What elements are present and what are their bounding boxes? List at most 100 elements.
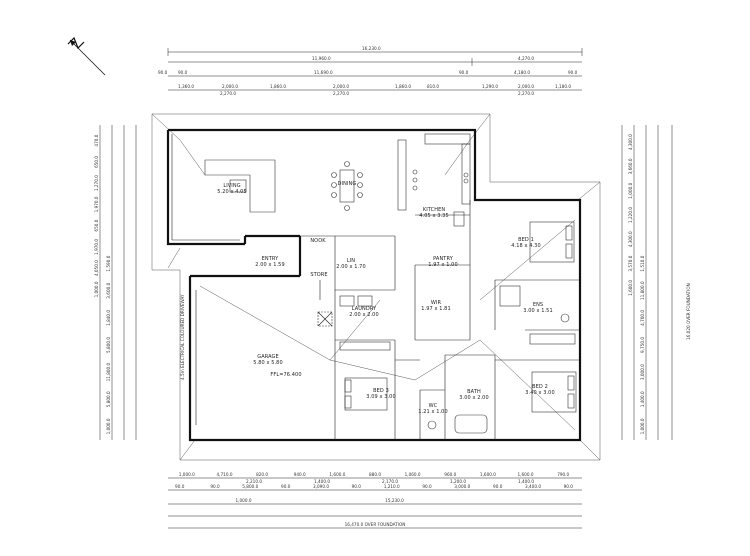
room-ens-size: 3.00 x 1.51 bbox=[523, 308, 553, 314]
dim-bottom-row2: 3,000.0 bbox=[454, 484, 470, 489]
room-kitchen-size: 4.05 x 3.35 bbox=[419, 213, 449, 219]
dim-right: 1,000.0 bbox=[640, 418, 645, 434]
dim-left: 5,800.0 bbox=[106, 391, 111, 407]
top-dimensions: 16,230.0 11,960.0 4,270.0 90.0 90.0 11,6… bbox=[158, 46, 583, 96]
dim-top-row3-d: 90.0 bbox=[459, 70, 469, 75]
dim-left: 1,000.0 bbox=[94, 281, 99, 297]
dim-bottom-row1: 1,060.0 bbox=[405, 472, 421, 477]
dim-bottom-row2: 90.0 bbox=[422, 484, 432, 489]
dim-top-row3-c: 11,690.0 bbox=[314, 70, 333, 75]
dim-top-row3-f: 90.0 bbox=[568, 70, 578, 75]
north-arrow-icon bbox=[67, 36, 106, 76]
dim-left: 4,050.0 bbox=[94, 260, 99, 276]
dim-bottom-row1: 4,710.0 bbox=[217, 472, 233, 477]
dim-top-row3-e: 4,180.0 bbox=[514, 70, 530, 75]
dim-left: 5,800.0 bbox=[106, 337, 111, 353]
dim-bottom-row2: 90.0 bbox=[493, 484, 503, 489]
room-labels: LIVING 5.20 x 4.05 DINING KITCHEN 4.05 x… bbox=[180, 181, 691, 415]
dim-top-row4: 810.0 bbox=[427, 84, 439, 89]
dim-bottom-row2: 1,210.0 bbox=[384, 484, 400, 489]
dim-top-row4b: 2,270.0 bbox=[333, 91, 349, 96]
room-garage-name: GARAGE bbox=[257, 354, 279, 360]
dim-bottom-row2: 5,800.0 bbox=[242, 484, 258, 489]
dim-right: 1,400.0 bbox=[640, 391, 645, 407]
dim-right: 1,600.0 bbox=[628, 280, 633, 296]
room-bath-name: BATH bbox=[467, 389, 481, 395]
dim-bottom-row1: 1,600.0 bbox=[518, 472, 534, 477]
dim-left: 11,800.0 bbox=[106, 362, 111, 381]
dim-left: 1,590.0 bbox=[106, 255, 111, 271]
roof-outline bbox=[151, 113, 601, 461]
room-lin-name: LIN bbox=[347, 258, 355, 264]
room-bath-size: 3.00 x 2.00 bbox=[459, 395, 489, 401]
dim-top-row4: 2,000.0 bbox=[518, 84, 534, 89]
dim-top-row2-a: 11,960.0 bbox=[312, 56, 331, 61]
dim-bottom-row1: 940.0 bbox=[294, 472, 306, 477]
left-dimensions bbox=[99, 125, 137, 440]
dim-top-row4: 1,860.0 bbox=[270, 84, 286, 89]
room-ens-name: ENS bbox=[533, 302, 543, 308]
dim-bottom-row2: 3,400.0 bbox=[525, 484, 541, 489]
garage-elements bbox=[195, 280, 333, 425]
room-living-name: LIVING bbox=[223, 183, 240, 189]
dim-bottom-row1: 880.0 bbox=[369, 472, 381, 477]
dim-bottom-row2: 90.0 bbox=[175, 484, 185, 489]
room-laundry-name: LAUNDRY bbox=[352, 306, 377, 312]
dim-top-row4b: 2,270.0 bbox=[220, 91, 236, 96]
dim-right: 1,000.0 bbox=[628, 182, 633, 198]
dim-bottom-row1b: 1,400.0 bbox=[518, 479, 534, 484]
dim-top-row4: 2,000.0 bbox=[333, 84, 349, 89]
dim-bottom-row1: 790.0 bbox=[557, 472, 569, 477]
dim-bottom-row3: 15,230.0 bbox=[385, 498, 404, 503]
dim-top-row3-b: 90.0 bbox=[178, 70, 188, 75]
room-pantry-size: 1.97 x 1.00 bbox=[428, 262, 458, 268]
room-kitchen-name: KITCHEN bbox=[423, 207, 446, 213]
dim-left: 1,970.0 bbox=[94, 239, 99, 255]
room-store-name: STORE bbox=[310, 272, 327, 278]
exterior-walls bbox=[166, 128, 582, 442]
dim-right: 1,510.0 bbox=[640, 255, 645, 271]
dim-right: 3,000.0 bbox=[640, 364, 645, 380]
dim-bottom-row1: 960.0 bbox=[444, 472, 456, 477]
room-wir-size: 1.97 x 1.81 bbox=[421, 306, 451, 312]
room-entry-name: ENTRY bbox=[262, 256, 280, 262]
dim-bottom-row1: 1,000.0 bbox=[179, 472, 195, 477]
dim-right: 11,800.0 bbox=[640, 281, 645, 300]
dim-top-row4: 2,000.0 bbox=[222, 84, 238, 89]
dim-bottom-row1b: 2,210.0 bbox=[246, 479, 262, 484]
room-dining-name: DINING bbox=[338, 181, 357, 187]
furniture bbox=[204, 133, 577, 434]
dim-left: 650.0 bbox=[94, 156, 99, 168]
room-bed3-name: BED 3 bbox=[373, 388, 389, 394]
dim-bottom-row1: 1,600.0 bbox=[480, 472, 496, 477]
dim-top-row4: 1,290.0 bbox=[482, 84, 498, 89]
room-bed1-name: BED 1 bbox=[518, 237, 534, 243]
dim-top-row4b: 2,270.0 bbox=[518, 91, 534, 96]
dim-bottom-row3: 1,000.0 bbox=[236, 498, 252, 503]
dim-right: 1,220.0 bbox=[628, 207, 633, 223]
room-entry-size: 2.00 x 1.59 bbox=[255, 262, 285, 268]
dim-left: 1,270.0 bbox=[94, 175, 99, 191]
dim-top-row4: 1,360.0 bbox=[178, 84, 194, 89]
dim-left: 470.0 bbox=[94, 134, 99, 146]
dim-right: 4,700.0 bbox=[640, 310, 645, 326]
dim-bottom-foundation: 16,470.0 OVER FOUNDATION bbox=[345, 522, 406, 527]
dim-left: 1,000.0 bbox=[106, 418, 111, 434]
room-living-size: 5.20 x 4.05 bbox=[217, 189, 247, 195]
dim-bottom-row2: 3,090.0 bbox=[313, 484, 329, 489]
room-nook-name: NOOK bbox=[310, 238, 326, 244]
room-lin-size: 2.00 x 1.70 bbox=[336, 264, 366, 270]
dim-bottom-row1: 1,600.0 bbox=[329, 472, 345, 477]
dim-bottom-row1: 820.0 bbox=[256, 472, 268, 477]
dim-right: 4,300.0 bbox=[628, 231, 633, 247]
dim-left: 1,970.0 bbox=[94, 196, 99, 212]
right-foundation-note: 16,020 OVER FOUNDATION bbox=[686, 283, 691, 340]
interior-walls bbox=[171, 134, 580, 440]
dim-right: 4,300.0 bbox=[628, 134, 633, 150]
right-dimensions bbox=[621, 125, 673, 440]
room-laundry-size: 2.00 x 2.00 bbox=[349, 312, 379, 318]
dim-left: 650.0 bbox=[94, 219, 99, 231]
dim-left: 3,600.0 bbox=[106, 282, 111, 298]
dim-bottom-row2: 90.0 bbox=[210, 484, 220, 489]
